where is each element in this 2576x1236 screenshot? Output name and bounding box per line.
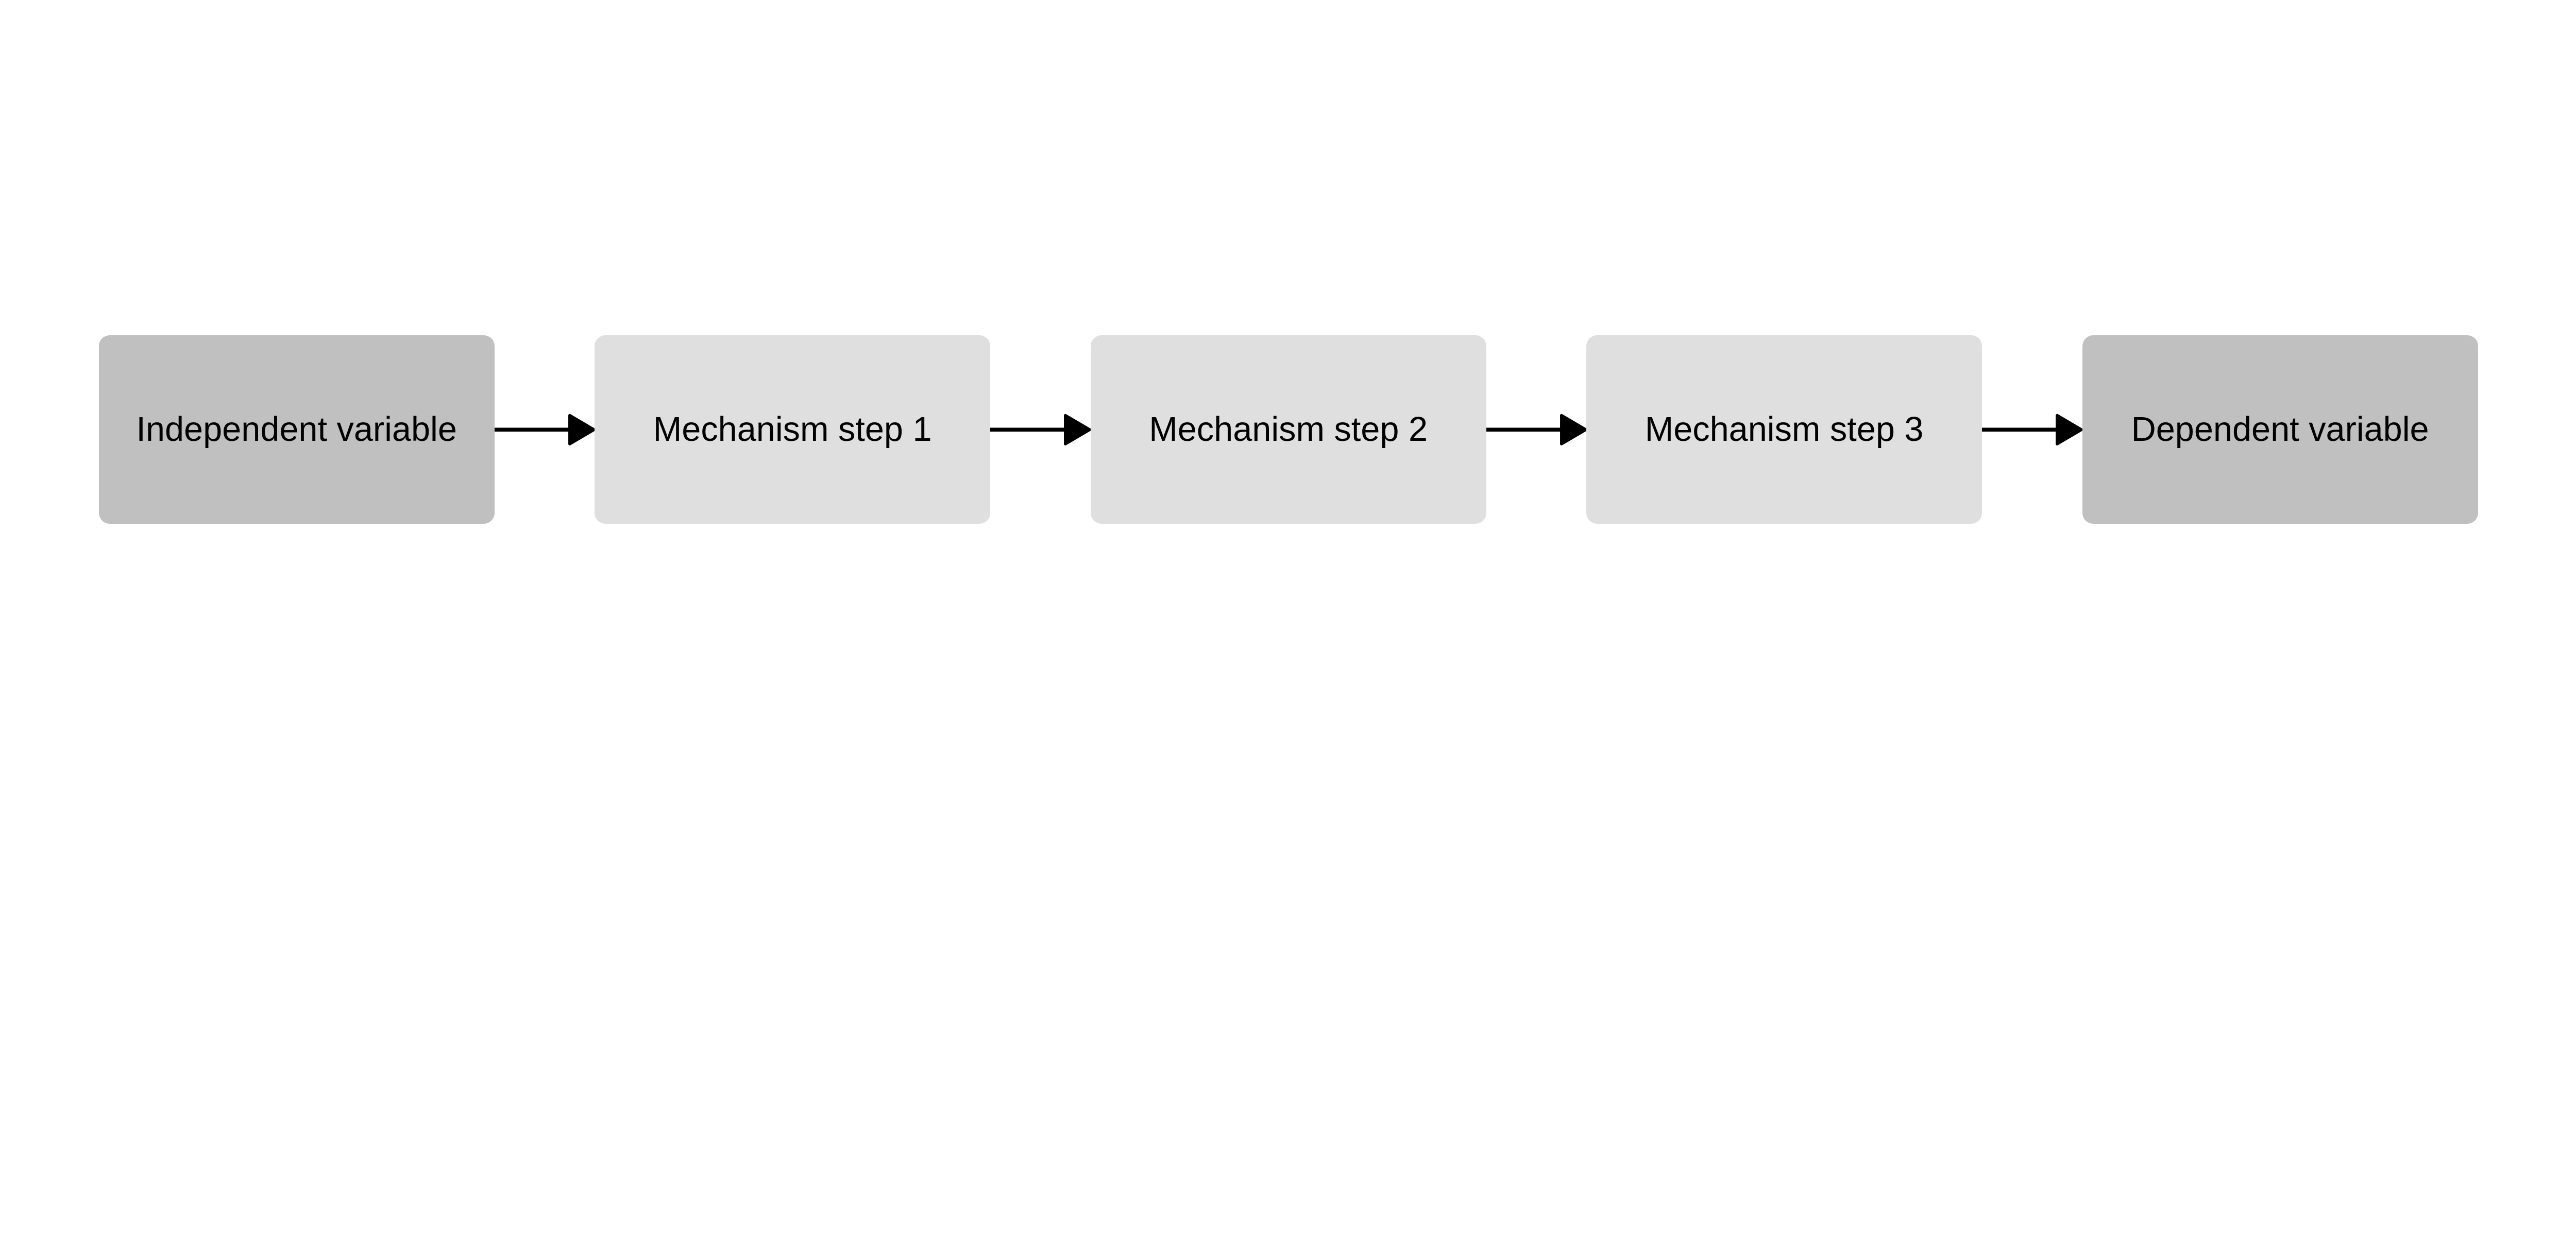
node-label: Mechanism step 3 <box>1645 410 1924 449</box>
node-label: Mechanism step 2 <box>1149 410 1428 449</box>
node-independent-variable: Independent variable <box>98 335 495 524</box>
arrow-head-icon <box>1560 414 1587 445</box>
node-label: Dependent variable <box>2131 410 2429 449</box>
arrow-head-icon <box>568 414 595 445</box>
node-mechanism-step-3: Mechanism step 3 <box>1586 335 1982 524</box>
node-mechanism-step-1: Mechanism step 1 <box>595 335 991 524</box>
flow-row: Independent variable Mechanism step 1 Me… <box>0 335 2576 524</box>
arrow-head-icon <box>2056 414 2082 445</box>
node-label: Mechanism step 1 <box>653 410 932 449</box>
arrow <box>1982 335 2082 524</box>
arrow-graphic <box>494 414 595 445</box>
node-label: Independent variable <box>136 410 457 449</box>
node-mechanism-step-2: Mechanism step 2 <box>1090 335 1486 524</box>
node-dependent-variable: Dependent variable <box>2082 335 2478 524</box>
arrow-head-icon <box>1064 414 1091 445</box>
arrow <box>494 335 595 524</box>
arrow <box>1486 335 1587 524</box>
arrow <box>990 335 1091 524</box>
arrow-graphic <box>990 414 1091 445</box>
arrow-graphic <box>1486 414 1587 445</box>
arrow-graphic <box>1982 414 2082 445</box>
